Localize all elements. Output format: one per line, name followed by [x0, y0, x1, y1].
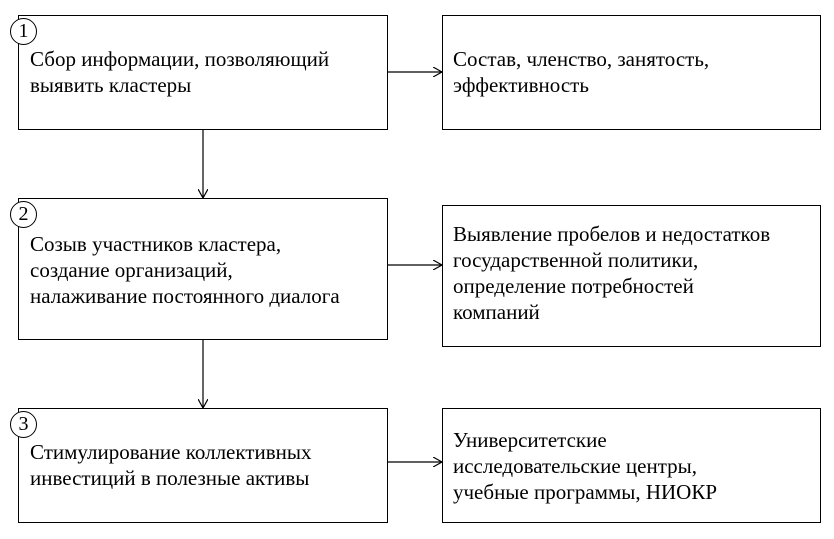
outcome-2-box: Выявление пробелов и недостатков государ…: [442, 205, 821, 347]
step-3-box: Стимулирование коллективных инвестиций в…: [18, 408, 388, 523]
step-1-box: Сбор информации, позволяющий выявить кла…: [18, 15, 388, 130]
step-3-text: Стимулирование коллективных инвестиций в…: [30, 440, 312, 490]
step-1-text: Сбор информации, позволяющий выявить кла…: [30, 47, 330, 97]
outcome-3-text: Университетские исследовательские центры…: [453, 428, 718, 504]
outcome-2-text: Выявление пробелов и недостатков государ…: [453, 222, 771, 324]
outcome-1-box: Состав, членство, занятость, эффективнос…: [442, 15, 821, 130]
outcome-3-box: Университетские исследовательские центры…: [442, 408, 821, 523]
step-2-number-badge: 2: [10, 201, 37, 228]
outcome-1-text: Состав, членство, занятость, эффективнос…: [453, 47, 710, 97]
step-3-number-badge: 3: [10, 411, 37, 438]
step-2-box: Созыв участников кластера, создание орга…: [18, 198, 388, 340]
step-1-number-badge: 1: [10, 18, 37, 45]
step-2-text: Созыв участников кластера, создание орга…: [30, 232, 340, 308]
